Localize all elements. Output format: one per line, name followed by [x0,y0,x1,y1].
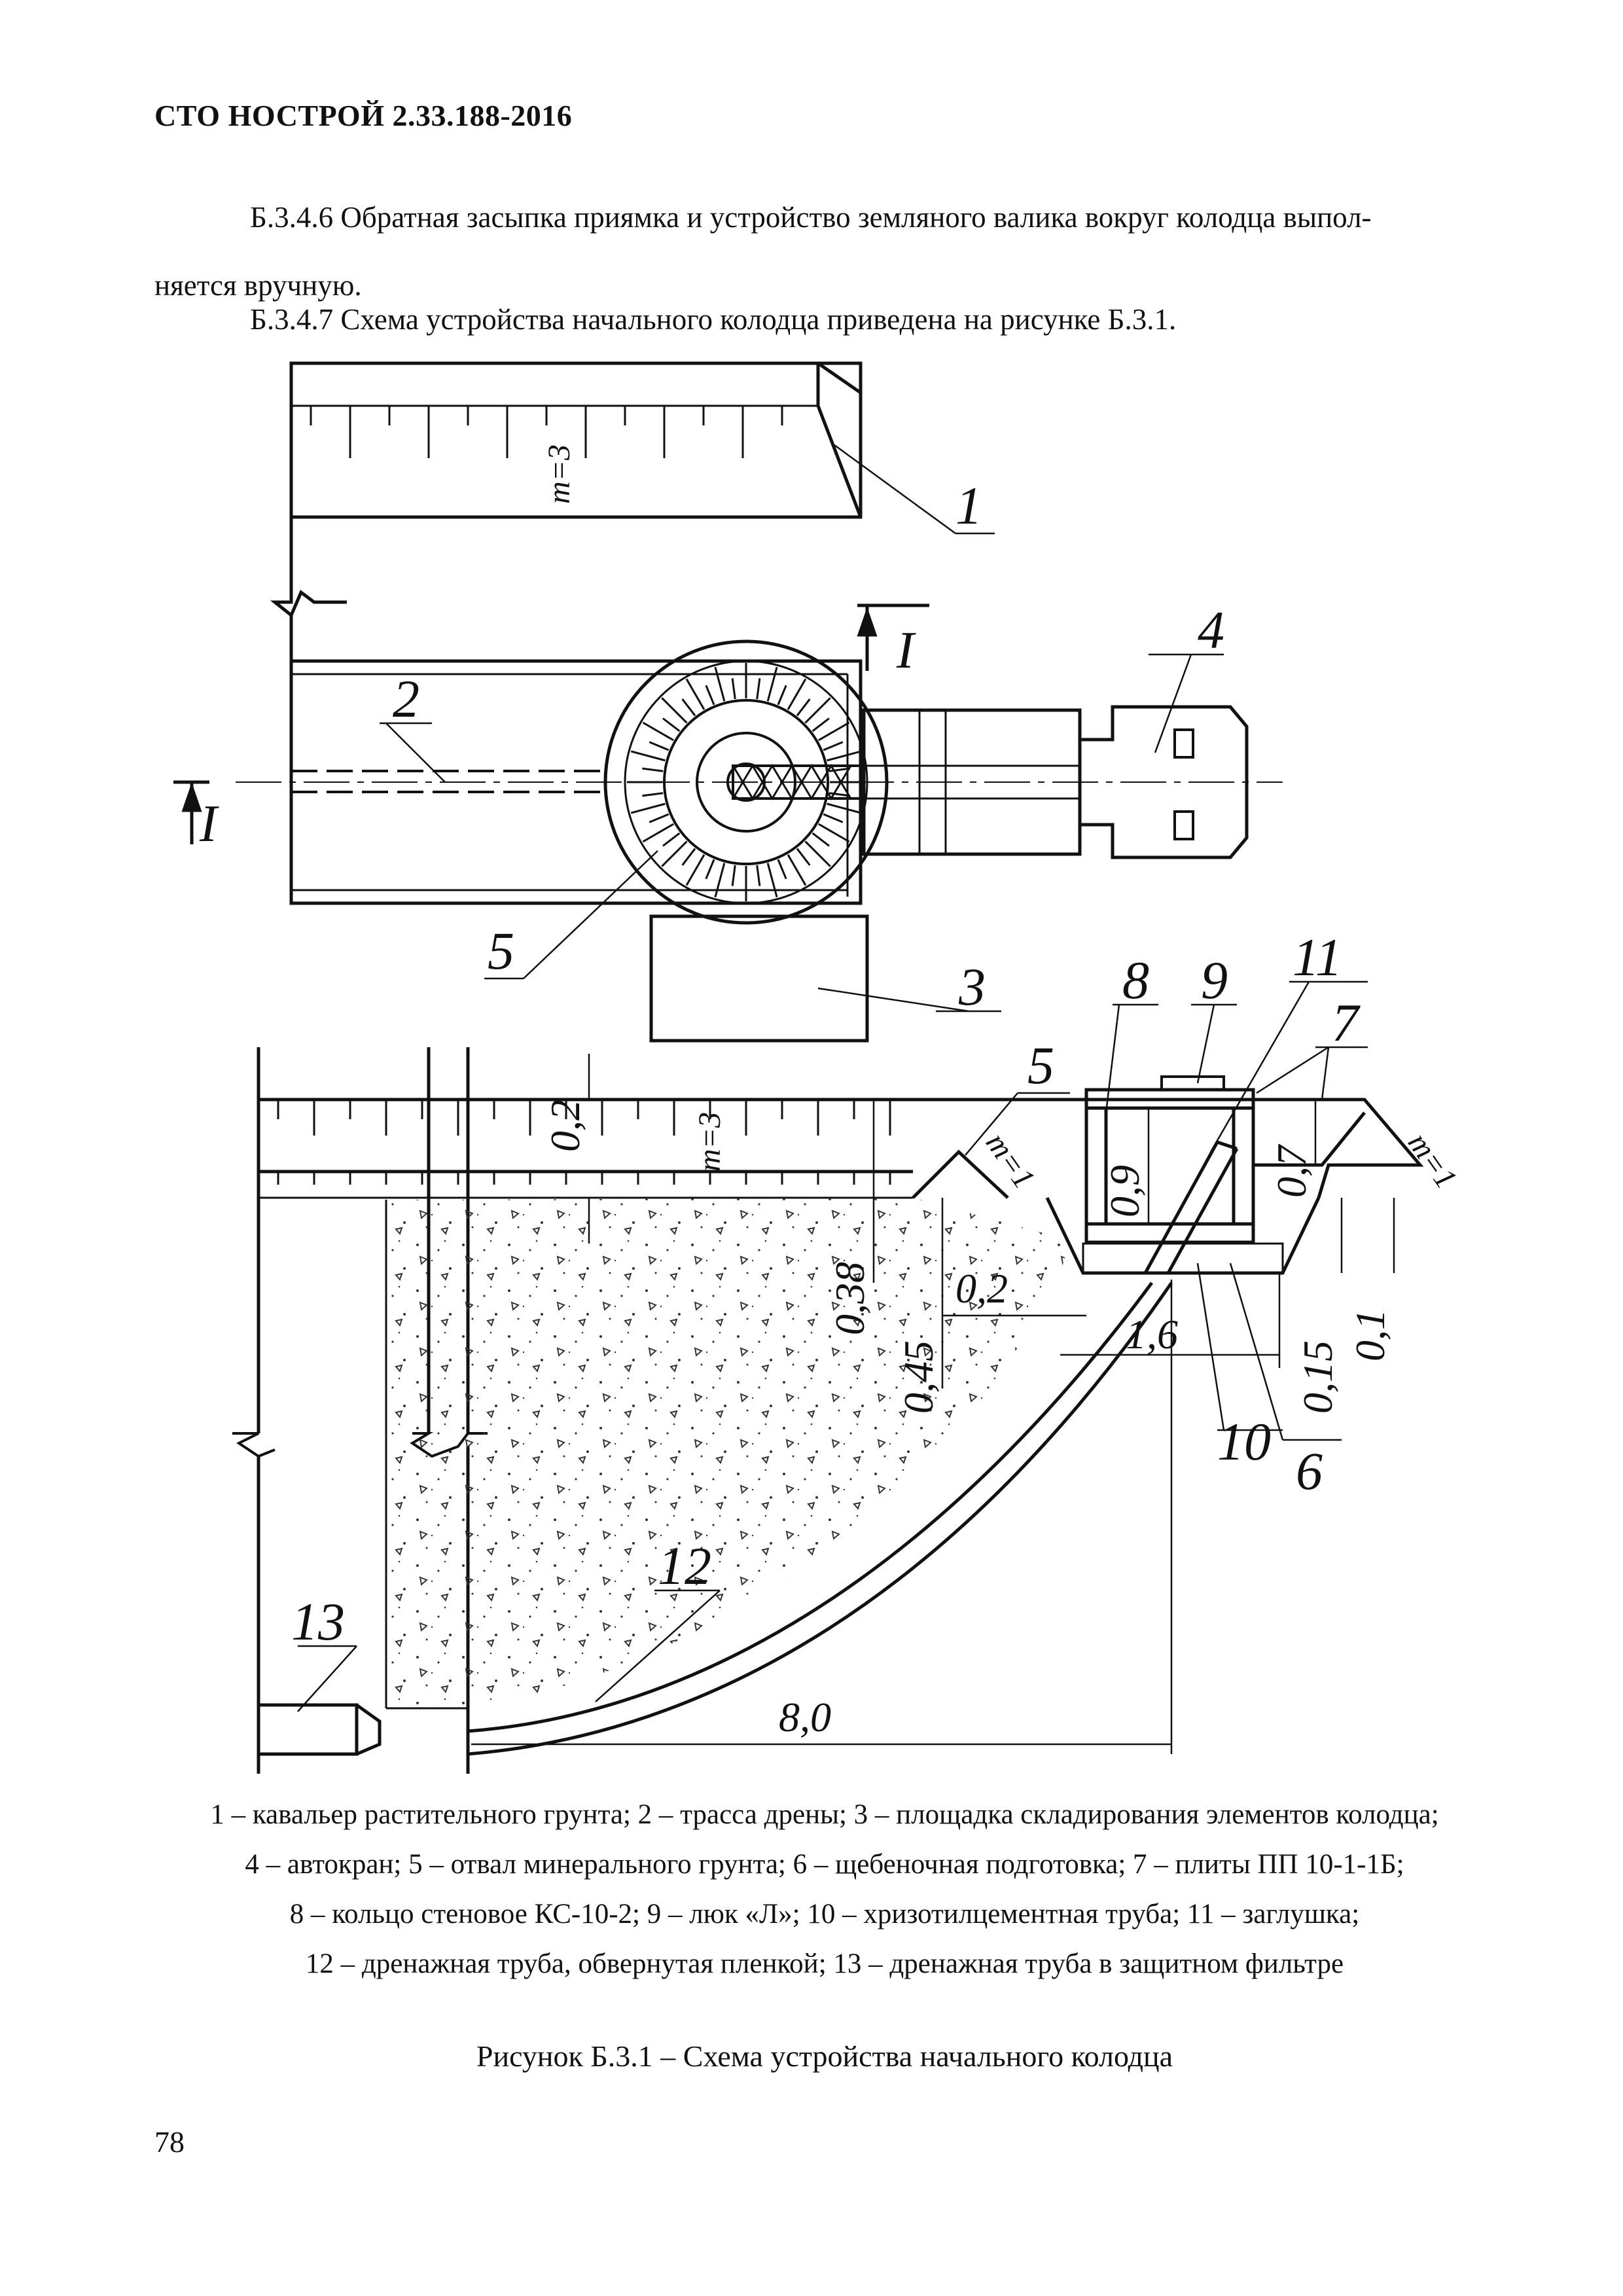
slope-label-spoil: m=1 [979,1126,1042,1195]
dim-0-2-mid: 0,2 [955,1265,1008,1312]
slope-label-plan: m=3 [542,444,577,504]
callout-8: 8 [1122,950,1149,1010]
callout-9: 9 [1201,950,1228,1010]
paragraph-b347: Б.3.4.7 Схема устройства начального коло… [154,285,1496,353]
callout-12: 12 [658,1536,711,1596]
callout-10: 10 [1217,1412,1271,1471]
dim-0-45: 0,45 [895,1340,942,1414]
dim-1-6: 1,6 [1126,1311,1178,1357]
slope-label-right: m=1 [1401,1126,1464,1195]
callout-13: 13 [291,1592,345,1651]
callout-1: 1 [955,476,982,535]
dim-8-0: 8,0 [779,1694,831,1740]
paragraph-b347-text: Б.3.4.7 Схема устройства начального коло… [250,303,1177,336]
section-mark-left: I [199,795,219,853]
legend-line-2: 4 – автокран; 5 – отвал минерального гру… [245,1849,1404,1880]
callout-3: 3 [958,957,986,1016]
paragraph-b346: Б.3.4.6 Обратная засыпка приямка и устро… [154,183,1496,319]
figure-caption: Рисунок Б.3.1 – Схема устройства начальн… [476,2039,1173,2073]
page-number: 78 [154,2125,185,2159]
dim-0-9: 0,9 [1101,1165,1148,1217]
dim-0-15: 0,15 [1294,1340,1341,1414]
slope-label-section: m=3 [692,1112,727,1172]
dim-0-2-top: 0,2 [542,1100,588,1152]
legend: 1 – кавальер растительного грунта; 2 – т… [131,1790,1518,1989]
callout-6: 6 [1296,1441,1323,1501]
callout-5-plan: 5 [488,921,514,980]
callout-11: 11 [1293,927,1342,987]
legend-line-4: 12 – дренажная труба, обвернутая пленкой… [305,1948,1344,1979]
callout-4: 4 [1198,600,1224,660]
paragraph-b346-line2: няется вручную. [154,269,362,302]
dim-0-1: 0,1 [1347,1309,1393,1361]
callout-2: 2 [393,669,419,728]
dim-0-38: 0,38 [827,1262,873,1335]
legend-line-3: 8 – кольцо стеновое КС-10-2; 9 – люк «Л»… [289,1899,1360,1929]
paragraph-b346-line1: Б.3.4.6 Обратная засыпка приямка и устро… [250,201,1372,234]
section-mark-top: I [896,622,916,679]
document-header: СТО НОСТРОЙ 2.33.188-2016 [154,99,573,132]
callout-7: 7 [1332,993,1361,1052]
dim-0-7: 0,7 [1268,1143,1315,1198]
callout-5-section: 5 [1027,1035,1054,1095]
legend-line-1: 1 – кавальер растительного грунта; 2 – т… [210,1799,1439,1830]
